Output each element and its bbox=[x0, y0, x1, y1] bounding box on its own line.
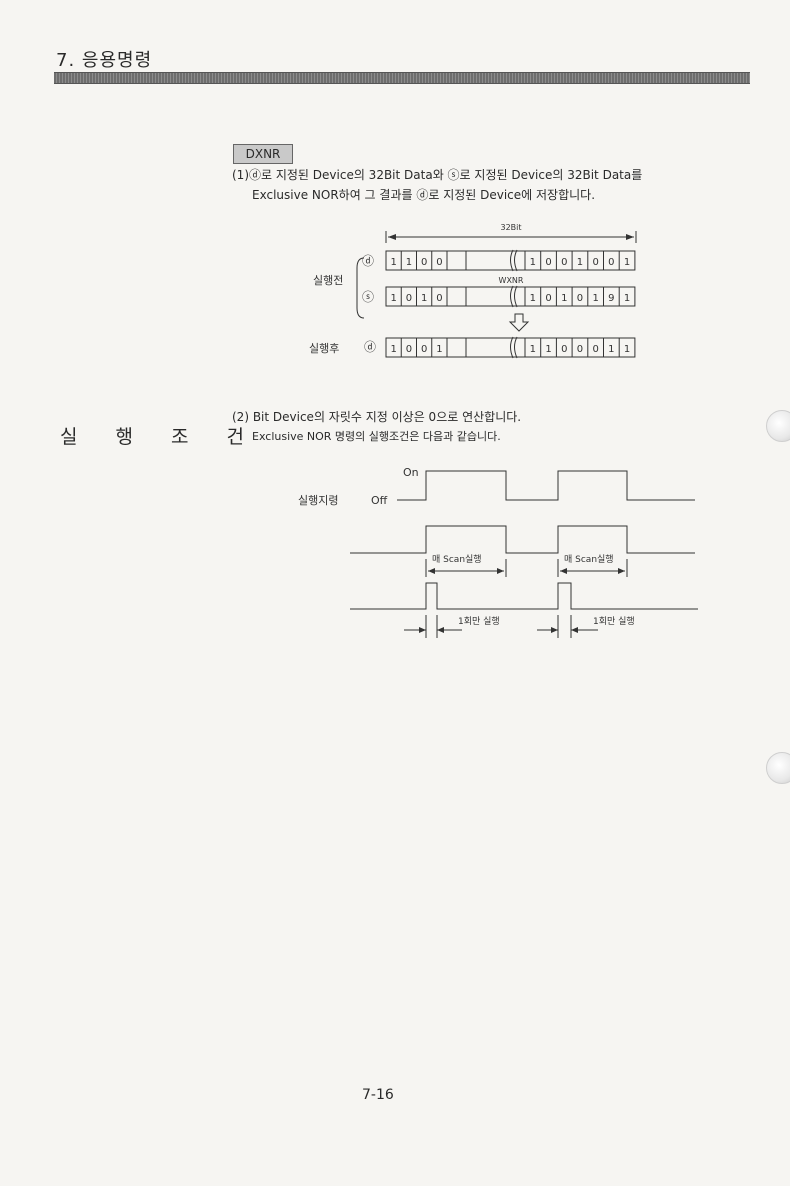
bit-value: 0 bbox=[421, 257, 427, 268]
on-label: On bbox=[403, 466, 419, 479]
bit-width-label: 32Bit bbox=[500, 223, 521, 232]
off-label: Off bbox=[371, 494, 388, 507]
break-mark-icon bbox=[514, 285, 518, 308]
dest-marker-after: ⓓ bbox=[364, 340, 376, 354]
every-scan-label-2: 매 Scan실행 bbox=[564, 553, 614, 565]
break-mark-icon bbox=[510, 336, 514, 359]
bit-value: 1 bbox=[592, 293, 598, 304]
page-number: 7-16 bbox=[362, 1087, 394, 1103]
bit-cell-blank bbox=[446, 286, 467, 307]
bit-value: 0 bbox=[577, 293, 583, 304]
after-execution-label: 실행후 bbox=[309, 342, 339, 355]
condition-line-1: (2) Bit Device의 자릿수 지정 이상은 0으로 연산합니다. bbox=[232, 410, 522, 424]
source-marker: ⓢ bbox=[362, 290, 374, 304]
before-execution-label: 실행전 bbox=[313, 274, 343, 287]
command-signal-waveform bbox=[397, 470, 695, 501]
description-line-1: (1)ⓓ로 지정된 Device의 32Bit Data와 ⓢ로 지정된 Dev… bbox=[232, 168, 643, 182]
bit-value: 0 bbox=[592, 257, 598, 268]
bit-value: 1 bbox=[608, 344, 614, 355]
every-scan-label-1: 매 Scan실행 bbox=[432, 553, 482, 565]
timing-diagram: On 실행지령 Off 매 Scan실행 매 Scan실행 1회만 실행 1회만… bbox=[298, 466, 698, 638]
bit-value: 1 bbox=[530, 257, 536, 268]
bit-block-right bbox=[524, 286, 636, 307]
bit-value: 1 bbox=[624, 344, 630, 355]
bit-value: 9 bbox=[608, 293, 614, 304]
break-mark-icon bbox=[510, 285, 514, 308]
binder-hole-bottom bbox=[766, 752, 790, 784]
condition-line-2: Exclusive NOR 명령의 실행조건은 다음과 같습니다. bbox=[252, 430, 501, 443]
bit-value: 1 bbox=[561, 293, 567, 304]
bit-value: 0 bbox=[421, 344, 427, 355]
dest-marker: ⓓ bbox=[362, 254, 374, 268]
bit-value: 1 bbox=[530, 293, 536, 304]
bit-value: 1 bbox=[406, 257, 412, 268]
bit-value: 1 bbox=[530, 344, 536, 355]
bit-value: 1 bbox=[421, 293, 427, 304]
bit-value: 0 bbox=[577, 344, 583, 355]
bit-block-right bbox=[524, 337, 636, 358]
bit-value: 1 bbox=[577, 257, 583, 268]
bit-block-right bbox=[524, 250, 636, 271]
bit-value: 1 bbox=[390, 257, 396, 268]
once-label-2: 1회만 실행 bbox=[593, 615, 635, 627]
bit-value: 0 bbox=[545, 293, 551, 304]
bit-value: 1 bbox=[436, 344, 442, 355]
bit-value: 0 bbox=[436, 293, 442, 304]
bit-value: 0 bbox=[406, 344, 412, 355]
row-dest-after: ⓓ bbox=[364, 340, 376, 354]
once-label-1: 1회만 실행 bbox=[458, 615, 500, 627]
bit-value: 0 bbox=[436, 257, 442, 268]
section-title: 7. 응용명령 bbox=[56, 50, 153, 71]
row-source: ⓢ bbox=[362, 290, 374, 304]
bit-value: 1 bbox=[545, 344, 551, 355]
instruction-tag: DXNR bbox=[233, 144, 293, 164]
bit-value: 1 bbox=[624, 293, 630, 304]
bit-value: 1 bbox=[624, 257, 630, 268]
bit-value: 0 bbox=[592, 344, 598, 355]
break-mark-icon bbox=[514, 336, 518, 359]
one-shot-waveform bbox=[350, 582, 698, 610]
bit-value: 0 bbox=[545, 257, 551, 268]
every-scan-waveform bbox=[350, 525, 695, 554]
bit-value: 0 bbox=[561, 344, 567, 355]
execution-condition-heading: 실 행 조 건 bbox=[60, 426, 261, 448]
down-arrow-icon bbox=[508, 313, 530, 332]
header-rule bbox=[54, 72, 750, 84]
bit-value: 0 bbox=[608, 257, 614, 268]
bit-value: 1 bbox=[390, 344, 396, 355]
bit-cell-blank bbox=[446, 250, 467, 271]
break-mark-icon bbox=[510, 249, 514, 272]
bit-value: 0 bbox=[561, 257, 567, 268]
break-mark-icon bbox=[514, 249, 518, 272]
description-line-2: Exclusive NOR하여 그 결과를 ⓓ로 지정된 Device에 저장합… bbox=[252, 188, 596, 202]
row-dest-before: ⓓ bbox=[362, 254, 374, 268]
execution-command-label: 실행지령 bbox=[298, 494, 338, 507]
binder-hole-top bbox=[766, 410, 790, 442]
bit-cell-blank bbox=[446, 337, 467, 358]
bit-value: 1 bbox=[390, 293, 396, 304]
bit-value: 0 bbox=[406, 293, 412, 304]
operation-label: WXNR bbox=[499, 276, 524, 285]
